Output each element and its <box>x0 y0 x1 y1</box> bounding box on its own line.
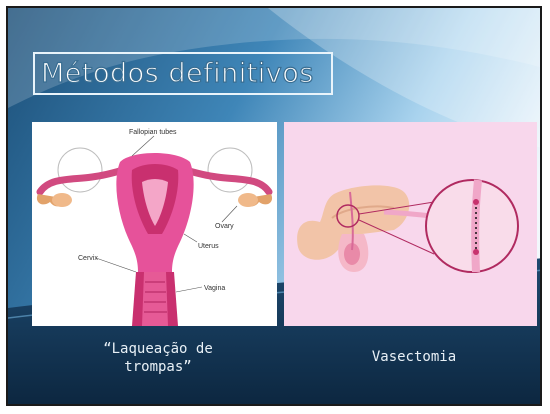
vasectomy-illustration <box>284 122 537 326</box>
vasectomy-image <box>284 122 537 326</box>
tubal-ligation-image: Fallopian tubes Ovary Uterus Cervix Vagi… <box>32 122 277 326</box>
slide: Métodos definitivos <box>6 6 542 406</box>
label-cervix: Cervix <box>78 255 98 262</box>
slide-title: Métodos definitivos <box>41 58 314 89</box>
title-box: Métodos definitivos <box>33 52 333 95</box>
label-ovary: Ovary <box>215 223 234 230</box>
uterus-illustration: Fallopian tubes Ovary Uterus Cervix Vagi… <box>32 122 277 326</box>
caption-vasectomy: Vasectomia <box>344 348 484 366</box>
caption-tubal-ligation: “Laqueação de trompas” <box>68 340 248 376</box>
label-vagina: Vagina <box>204 285 225 292</box>
label-uterus: Uterus <box>198 243 219 250</box>
label-fallopian-tubes: Fallopian tubes <box>129 129 177 136</box>
